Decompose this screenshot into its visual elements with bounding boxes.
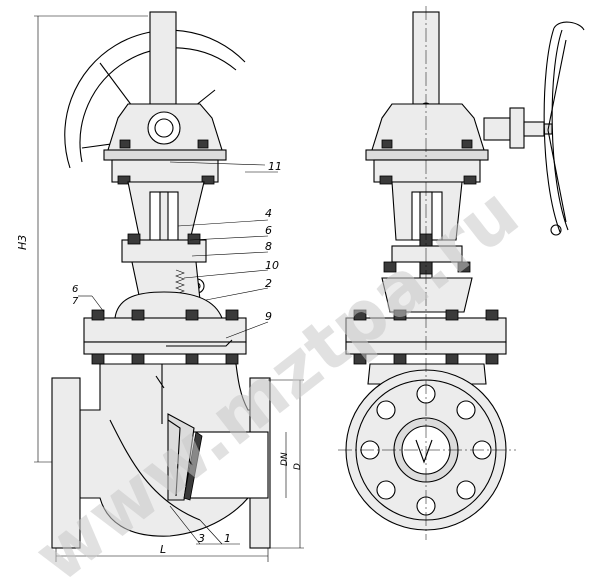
flange-bolts-left [91, 309, 239, 365]
front-section-view [51, 11, 271, 549]
callouts: 11 4 6 8 10 2 9 6 7 3 1 [72, 160, 282, 545]
dim-l-label: L [160, 543, 166, 556]
callout-9: 9 [265, 310, 272, 323]
callout-6-lower: 6 [72, 284, 78, 295]
bonnet-flange [83, 317, 247, 343]
callout-4: 4 [265, 207, 272, 220]
bonnet [114, 291, 223, 319]
gear-shaft [483, 117, 511, 141]
callout-8: 8 [265, 240, 272, 253]
callout-3: 3 [198, 532, 205, 545]
dim-h3-label: H3 [16, 235, 29, 250]
dim-d-label: D [293, 463, 303, 470]
stem-top [149, 11, 177, 105]
inlet-flange [51, 377, 81, 549]
callout-11: 11 [268, 160, 282, 173]
dim-dn-label: DN [280, 452, 290, 466]
seat-ring [183, 431, 203, 501]
side-view [338, 6, 585, 540]
callout-10: 10 [265, 259, 279, 272]
callout-1: 1 [224, 532, 231, 545]
wedge-gate [167, 413, 195, 501]
side-bonnet [381, 277, 473, 313]
callout-6-upper: 6 [265, 224, 272, 237]
flange-bolt-holes [360, 384, 492, 516]
callout-7: 7 [72, 296, 79, 307]
dimensions: H3 L DN D [16, 15, 304, 562]
callout-2: 2 [265, 277, 272, 290]
packing-spring [175, 269, 185, 295]
gearbox-bore [147, 111, 181, 145]
side-handwheel [543, 21, 585, 236]
body-flange [83, 341, 247, 355]
